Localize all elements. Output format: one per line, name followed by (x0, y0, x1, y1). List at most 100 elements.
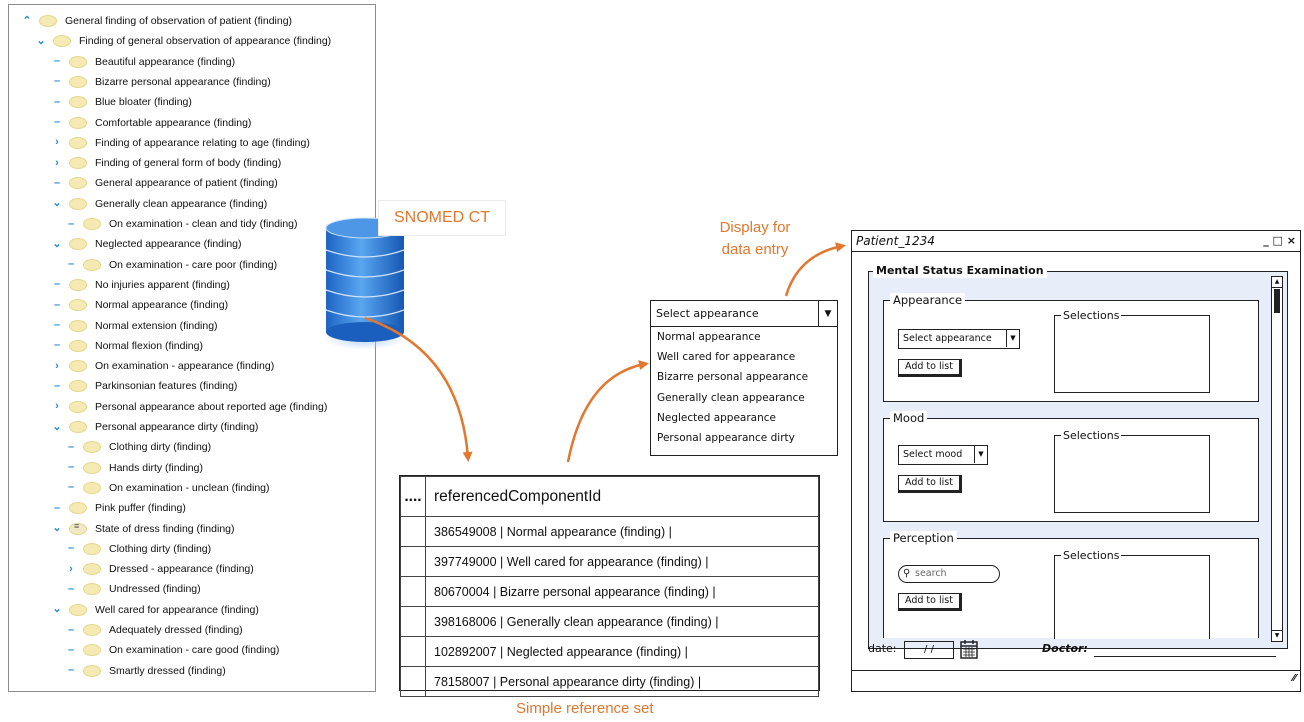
collapse-icon[interactable]: ⌃ (22, 14, 32, 27)
tree-item[interactable]: –Beautiful appearance (finding) (51, 52, 235, 72)
leaf-dash-icon: – (53, 278, 61, 291)
chevron-right-icon[interactable]: › (69, 562, 73, 575)
appearance-select-label: Select appearance (903, 333, 992, 344)
dropdown-option[interactable]: Well cared for appearance (657, 351, 796, 364)
dropdown-option[interactable]: Neglected appearance (657, 411, 777, 424)
doctor-signature-line[interactable] (1094, 656, 1276, 657)
date-input[interactable]: / / (904, 641, 954, 659)
expand-icon[interactable]: ⌄ (52, 522, 62, 534)
window-controls[interactable]: _ □ × (1263, 234, 1296, 247)
tree-item[interactable]: –Clothing dirty (finding) (65, 539, 211, 559)
tree-item[interactable]: ›Personal appearance about reported age … (51, 397, 327, 417)
mood-selections-box[interactable]: Selections (1054, 429, 1210, 513)
tree-item[interactable]: –Undressed (finding) (65, 579, 201, 599)
tree-item[interactable]: –Pink puffer (finding) (51, 498, 186, 518)
concept-icon (39, 15, 57, 27)
table-cell-component: 80670004 | Bizarre personal appearance (… (425, 576, 819, 607)
chevron-right-icon[interactable]: › (55, 359, 59, 372)
dropdown-option[interactable]: Personal appearance dirty (657, 431, 795, 444)
tree-item[interactable]: ⌃General finding of observation of patie… (21, 11, 292, 31)
chevron-right-icon[interactable]: › (55, 400, 59, 413)
dropdown-option[interactable]: Generally clean appearance (657, 391, 805, 404)
table-cell-empty (400, 606, 426, 637)
vertical-scrollbar[interactable]: ▲ ▼ (1271, 276, 1283, 642)
tree-item[interactable]: –Blue bloater (finding) (51, 92, 192, 112)
perception-selections-box[interactable]: Selections (1054, 549, 1210, 639)
tree-item[interactable]: ›Finding of appearance relating to age (… (51, 133, 310, 153)
list-concept-icon (69, 521, 87, 535)
calendar-icon[interactable] (960, 639, 978, 659)
tree-item[interactable]: ⌄Personal appearance dirty (finding) (51, 417, 258, 437)
tree-item[interactable]: –Comfortable appearance (finding) (51, 113, 251, 133)
tree-item[interactable]: –Parkinsonian features (finding) (51, 376, 237, 396)
tree-item[interactable]: –Normal extension (finding) (51, 316, 218, 336)
chevron-down-icon[interactable]: ▼ (974, 446, 987, 463)
tree-item[interactable]: ›Dressed - appearance (finding) (65, 559, 254, 579)
scrollbar-thumb[interactable] (1274, 289, 1280, 313)
expand-icon[interactable]: ⌄ (52, 197, 62, 210)
perception-search-input[interactable]: ⚲search (898, 565, 1000, 583)
dropdown-option[interactable]: Normal appearance (657, 331, 761, 343)
expand-icon[interactable]: ⌄ (52, 237, 62, 250)
tree-item[interactable]: –On examination - clean and tidy (findin… (65, 214, 298, 234)
scroll-up-icon[interactable]: ▲ (1272, 277, 1282, 288)
mood-selections-label: Selections (1061, 429, 1122, 442)
appearance-select[interactable]: Select appearance ▼ (898, 329, 1020, 349)
tree-item[interactable]: ⌄ Finding of general observation of appea… (35, 31, 331, 51)
resize-grip-icon[interactable]: ⁄⁄ (1292, 673, 1296, 684)
tree-item-label: Smartly dressed (finding) (109, 664, 226, 677)
tree-item[interactable]: –Normal flexion (finding) (51, 336, 203, 356)
tree-item[interactable]: –On examination - unclean (finding) (65, 478, 270, 498)
expand-icon[interactable]: ⌄ (52, 420, 62, 433)
perception-add-button[interactable]: Add to list (898, 593, 962, 611)
chevron-down-icon[interactable]: ▼ (1006, 330, 1019, 347)
expand-icon[interactable]: ⌄ (36, 34, 46, 47)
tree-item[interactable]: –Bizarre personal appearance (finding) (51, 72, 271, 92)
tree-item[interactable]: –Adequately dressed (finding) (65, 620, 243, 640)
dropdown-option[interactable]: Bizarre personal appearance (657, 371, 809, 384)
concept-icon (69, 177, 87, 190)
tree-item-label: Adequately dressed (finding) (109, 624, 243, 636)
table-cell-component: 78158007 | Personal appearance dirty (fi… (425, 666, 819, 697)
expand-icon[interactable]: ⌄ (52, 603, 62, 616)
dropdown-selected-label: Select appearance (656, 307, 759, 320)
tree-item-label: No injuries apparent (finding) (95, 278, 230, 291)
dropdown-selected[interactable]: Select appearance ▼ (651, 301, 837, 327)
tree-item-label: On examination - unclean (finding) (109, 481, 270, 494)
tree-item[interactable]: –Normal appearance (finding) (51, 295, 228, 315)
perception-title: Perception (890, 531, 957, 545)
tree-item[interactable]: – No injuries apparent (finding) (51, 275, 230, 295)
appearance-add-button[interactable]: Add to list (898, 359, 962, 377)
tree-item[interactable]: ›Finding of general form of body (findin… (51, 153, 281, 173)
concept-icon (69, 319, 87, 332)
tree-item[interactable]: ›On examination - appearance (finding) (51, 356, 274, 376)
tree-item[interactable]: ⌄Generally clean appearance (finding) (51, 194, 267, 214)
tree-item-label: Finding of general observation of appear… (79, 35, 332, 48)
tree-item[interactable]: –On examination - care poor (finding) (65, 255, 277, 275)
tree-item-label: Bizarre personal appearance (finding) (95, 75, 271, 88)
table-row: 102892007 | Neglected appearance (findin… (400, 636, 819, 667)
tree-item-label: On examination - care poor (finding) (109, 258, 278, 271)
mood-add-button[interactable]: Add to list (898, 475, 962, 493)
scroll-down-icon[interactable]: ▼ (1272, 630, 1282, 641)
tree-item[interactable]: –Hands dirty (finding) (65, 458, 203, 478)
table-cell-component: 102892007 | Neglected appearance (findin… (425, 636, 819, 667)
tree-item[interactable]: –Smartly dressed (finding) (65, 661, 226, 681)
chevron-right-icon[interactable]: › (55, 136, 59, 149)
tree-item[interactable]: –General appearance of patient (finding) (51, 173, 278, 193)
tree-item[interactable]: ⌄State of dress finding (finding) (51, 519, 235, 539)
mood-select[interactable]: Select mood▼ (898, 445, 988, 465)
leaf-dash-icon: – (53, 339, 61, 352)
tree-item[interactable]: ⌄Well cared for appearance (finding) (51, 600, 259, 620)
chevron-down-icon[interactable]: ▼ (818, 301, 837, 326)
chevron-right-icon[interactable]: › (55, 156, 59, 169)
leaf-dash-icon: – (67, 582, 75, 595)
tree-item[interactable]: ⌄Neglected appearance (finding) (51, 234, 242, 254)
search-icon: ⚲ (903, 568, 911, 579)
tree-item[interactable]: –Clothing dirty (finding) (65, 437, 211, 457)
window-title: Patient_1234 (856, 234, 935, 248)
tree-item[interactable]: –On examination - care good (finding) (65, 640, 279, 660)
appearance-section: Appearance Select appearance▼ Add to lis… (883, 293, 1259, 402)
appearance-selections-box[interactable]: Selections (1054, 309, 1210, 393)
